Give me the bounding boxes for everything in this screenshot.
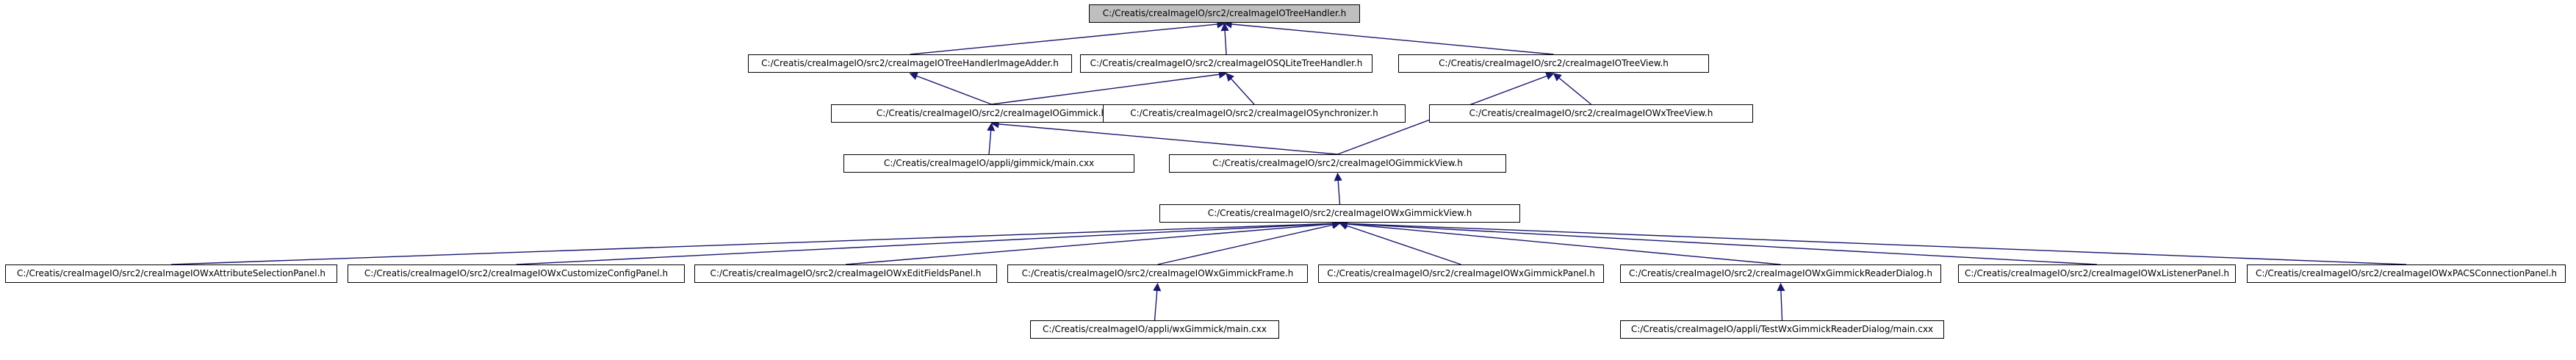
edge-sqlitetreehandler-to-treehandler [1220,22,1229,55]
node-wxlistenerpanel[interactable]: C:/Creatis/creaImageIO/src2/creaImageIOW… [1958,264,2236,283]
node-gimmick[interactable]: C:/Creatis/creaImageIO/src2/creaImageIOG… [831,104,1152,123]
node-testwxgimmickreaderdialogmain[interactable]: C:/Creatis/creaImageIO/appli/TestWxGimmi… [1620,320,1944,339]
node-wxgimmickmain[interactable]: C:/Creatis/creaImageIO/appli/wxGimmick/m… [1030,320,1279,339]
node-gimmickview[interactable]: C:/Creatis/creaImageIO/src2/creaImageIOG… [1169,154,1506,173]
node-wxcustomizeconfigpanel[interactable]: C:/Creatis/creaImageIO/src2/creaImageIOW… [348,264,685,283]
edge-wxattributeselectionpanel-to-wxgimmickview [170,219,1341,265]
node-treehandlerimageadder[interactable]: C:/Creatis/creaImageIO/src2/creaImageIOT… [748,54,1072,73]
node-synchronizer[interactable]: C:/Creatis/creaImageIO/src2/creaImageIOS… [1103,104,1406,123]
edge-testwxgimmickreaderdialogmain-to-wxgimmickreaderdialog [1777,282,1785,321]
edge-wxcustomizeconfigpanel-to-wxgimmickview [516,219,1341,265]
edge-treeview-to-treehandler [1223,20,1554,55]
node-treeview[interactable]: C:/Creatis/creaImageIO/src2/creaImageIOT… [1398,54,1709,73]
edge-wxpacsconnectionpanel-to-wxgimmickview [1339,219,2407,265]
node-wxgimmickpanel[interactable]: C:/Creatis/creaImageIO/src2/creaImageIOW… [1318,264,1604,283]
edge-wxeditfieldspanel-to-wxgimmickview [845,220,1341,265]
edge-wxgimmickmain-to-wxgimmickframe [1153,282,1162,321]
edge-wxgimmickreaderdialog-to-wxgimmickview [1339,220,1781,265]
node-wxtreeview[interactable]: C:/Creatis/creaImageIO/src2/creaImageIOW… [1429,104,1753,123]
node-sqlitetreehandler[interactable]: C:/Creatis/creaImageIO/src2/creaImageIOS… [1080,54,1372,73]
node-treehandler[interactable]: C:/Creatis/creaImageIO/src2/creaImageIOT… [1089,4,1360,23]
edge-wxgimmickpanel-to-wxgimmickview [1339,221,1461,265]
edge-gimmickview-to-gimmick [990,120,1338,155]
edge-gimmick-to-sqlitetreehandler [991,70,1228,105]
edge-wxgimmickframe-to-wxgimmickview [1157,220,1341,265]
node-wxattributeselectionpanel[interactable]: C:/Creatis/creaImageIO/src2/creaImageIOW… [5,264,337,283]
edge-synchronizer-to-sqlitetreehandler [1226,73,1255,105]
node-wxgimmickframe[interactable]: C:/Creatis/creaImageIO/src2/creaImageIOW… [1007,264,1308,283]
node-wxgimmickview[interactable]: C:/Creatis/creaImageIO/src2/creaImageIOW… [1159,204,1520,223]
node-wxeditfieldspanel[interactable]: C:/Creatis/creaImageIO/src2/creaImageIOW… [694,264,997,283]
edge-wxlistenerpanel-to-wxgimmickview [1339,219,2098,265]
edge-gimmick-to-treehandlerimageadder [909,72,992,105]
edge-wxgimmickview-to-gimmickview [1334,172,1342,205]
node-wxpacsconnectionpanel[interactable]: C:/Creatis/creaImageIO/src2/creaImageIOW… [2247,264,2566,283]
edge-gimmickmain-to-gimmick [987,122,996,155]
node-wxgimmickreaderdialog[interactable]: C:/Creatis/creaImageIO/src2/creaImageIOW… [1620,264,1941,283]
node-gimmickmain[interactable]: C:/Creatis/creaImageIO/appli/gimmick/mai… [843,154,1134,173]
edge-treehandlerimageadder-to-treehandler [910,20,1226,55]
edge-wxtreeview-to-treeview [1553,73,1591,105]
